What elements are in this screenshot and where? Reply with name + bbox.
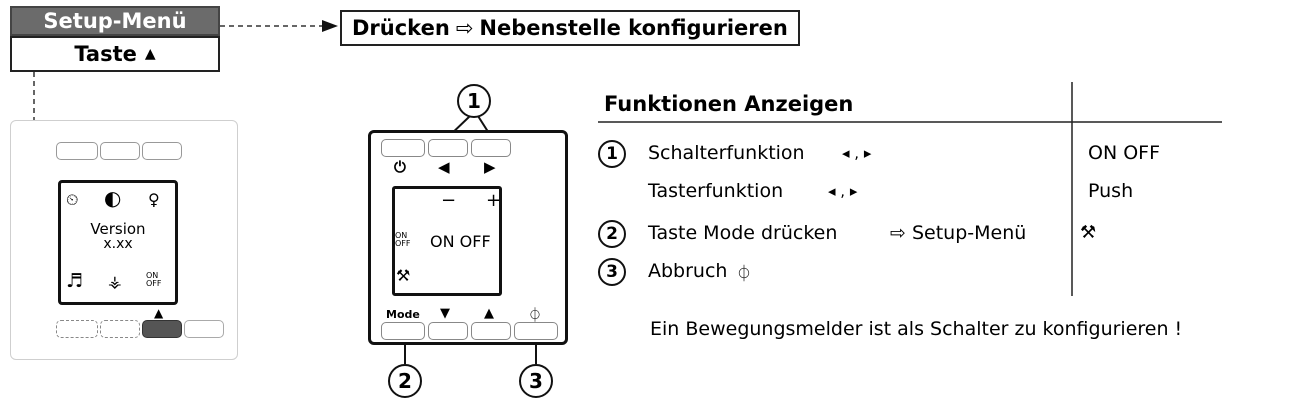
arrow-left-icon: ◀ [438, 158, 450, 176]
mode-button[interactable] [381, 322, 425, 340]
left-device-bottom-button-2[interactable] [100, 320, 140, 338]
note-text: Ein Bewegungsmelder ist als Schalter zu … [650, 318, 1183, 340]
version-value: x.xx [103, 236, 133, 252]
callout-1: 1 [457, 84, 491, 118]
press-action: Nebenstelle konfigurieren [479, 16, 788, 40]
minus-sign: − [441, 190, 457, 211]
left-device-top-button-1[interactable] [56, 142, 98, 160]
row-3-number: 2 [598, 220, 626, 248]
bulb-icon: ♀ [148, 190, 160, 209]
left-device-bottom-button-3-selected[interactable] [142, 320, 182, 338]
contrast-icon: ◐ [104, 186, 122, 210]
row-1-arrows: ◂ , ▸ [842, 144, 872, 162]
sensor-icon: ⚶ [108, 272, 122, 291]
row-3-arrows: ⇨ Setup-Menü [890, 222, 1027, 244]
press-prefix: Drücken [352, 16, 450, 40]
right-arrow-button[interactable] [471, 139, 511, 157]
taste-text: Taste [74, 42, 137, 66]
press-instruction: Drücken ⇨ Nebenstelle konfigurieren [340, 10, 800, 46]
callout-2: 2 [388, 364, 422, 398]
arrow-up-icon: ▲ [144, 46, 156, 62]
row-3-label: Taste Mode drücken [648, 222, 838, 244]
taste-label: Taste ▲ [10, 36, 220, 72]
up-button[interactable] [471, 322, 511, 340]
arrow-down-icon: ▼ [440, 306, 450, 321]
version-label: Version [90, 220, 146, 238]
clock-icon: ⏲ [66, 190, 79, 209]
row-1-label: Schalterfunktion [648, 142, 805, 164]
left-device-screen [58, 180, 178, 305]
left-device-bottom-button-4[interactable] [184, 320, 224, 338]
power-button-top[interactable] [381, 139, 425, 157]
cancel-button[interactable] [514, 322, 558, 340]
row-2-value: Push [1088, 180, 1134, 202]
setup-menu-label: Setup-Menü [10, 6, 220, 36]
mode-label: Mode [386, 308, 420, 321]
onoff-small-icon: ON OFF [395, 231, 411, 248]
arrow-right-icon: ⇨ [455, 16, 474, 40]
functions-title: Funktionen Anzeigen [604, 92, 854, 116]
power-icon: ⏻ [394, 158, 406, 176]
left-device-top-button-2[interactable] [100, 142, 140, 160]
row-4-label: Abbruch [648, 260, 728, 282]
wrench-table-icon: ⚒ [1080, 222, 1097, 243]
screen-value: ON OFF [430, 232, 491, 251]
arrow-up-small-icon: ▲ [484, 306, 494, 321]
row-1-number: 1 [598, 140, 626, 168]
selected-arrow-icon: ▲ [154, 306, 164, 320]
cancel-icon: ⏀ [528, 308, 542, 324]
row-1-value: ON OFF [1088, 142, 1161, 164]
left-device-top-button-3[interactable] [142, 142, 182, 160]
row-4-number: 3 [598, 258, 626, 286]
music-icon: ♬ [66, 270, 84, 292]
wrench-icon: ⚒ [396, 266, 411, 285]
right-device-screen [392, 186, 502, 296]
plus-sign: + [486, 190, 502, 211]
onoff-icon: ON OFF [146, 271, 162, 288]
callout-3: 3 [519, 364, 553, 398]
row-2-label: Tasterfunktion [648, 180, 784, 202]
left-device-bottom-button-1[interactable] [56, 320, 98, 338]
arrow-right-small-icon: ▶ [484, 158, 496, 176]
row-2-arrows: ◂ , ▸ [828, 182, 858, 200]
down-button[interactable] [428, 322, 468, 340]
row-4-cancel-icon: ⏀ [736, 264, 753, 283]
left-arrow-button[interactable] [428, 139, 468, 157]
